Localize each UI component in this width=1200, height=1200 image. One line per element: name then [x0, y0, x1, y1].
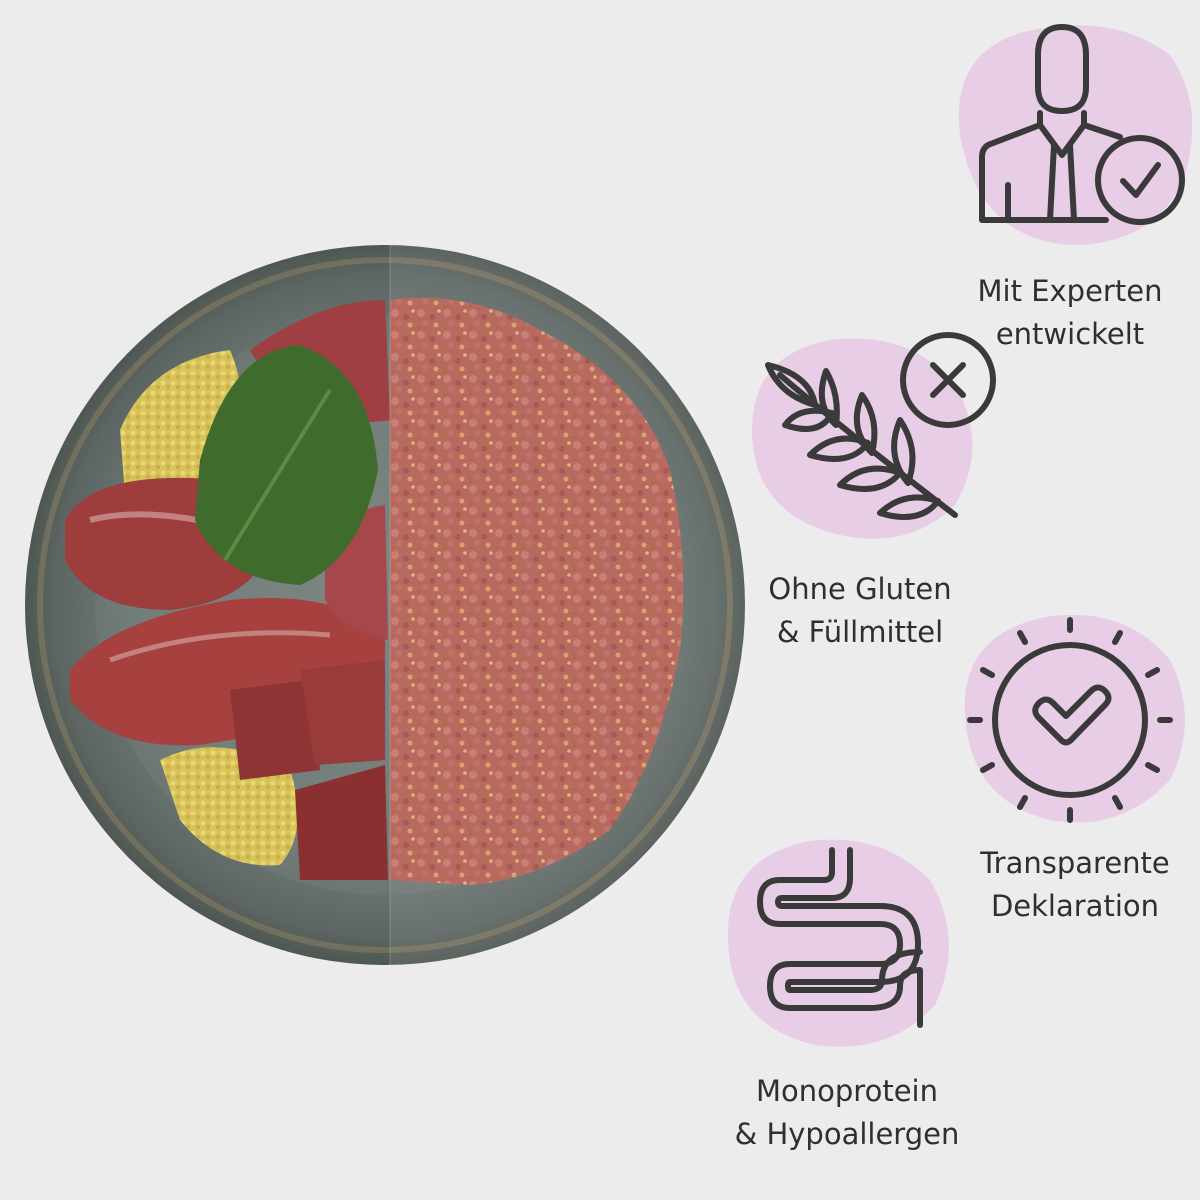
feature-gluten-free-label: Ohne Gluten & Füllmittel: [768, 572, 952, 649]
feature-monoprotein-label: Monoprotein & Hypoallergen: [734, 1074, 960, 1151]
feature-monoprotein: [720, 830, 960, 1060]
grain-crossed-icon: [765, 332, 996, 520]
spinach-leaf: [195, 345, 378, 585]
intestine-icon: [757, 847, 923, 1028]
feature-gluten-free: [740, 325, 1010, 555]
expert-person-check-icon: [979, 24, 1185, 225]
blob-background: [727, 839, 949, 1047]
feature-monoprotein-graphic: [727, 839, 949, 1047]
raw-meat-cube-1: [230, 680, 320, 780]
feature-expert: [940, 15, 1200, 255]
raw-meat-cube-3: [295, 765, 388, 880]
feature-expert-graphic: [958, 24, 1193, 246]
sun-check-icon: [967, 617, 1173, 823]
feature-transparency-label: Transparente Deklaration: [980, 846, 1170, 923]
wet-food-mince: [390, 298, 684, 885]
feature-transparency-graphic: [964, 614, 1185, 823]
food-plate-image: [25, 245, 745, 965]
feature-expert-label: Mit Experten entwickelt: [977, 274, 1163, 351]
feature-gluten-free-graphic: [751, 332, 996, 539]
raw-meat-cube-2: [300, 660, 385, 765]
feature-transparency: [950, 605, 1200, 835]
